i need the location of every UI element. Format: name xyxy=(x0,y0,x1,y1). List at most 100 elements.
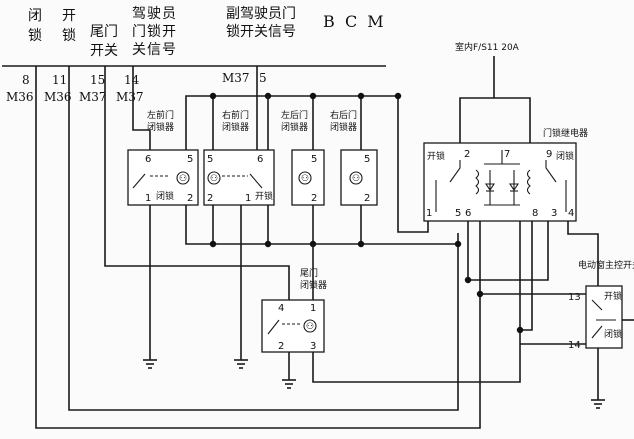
relay-pin-4: 4 xyxy=(568,208,574,219)
tail-motor-glyph: ⚇ xyxy=(306,322,314,332)
relay-unlock-label: 开锁 xyxy=(427,150,445,162)
wire-lock xyxy=(35,66,481,429)
col-tailgate-label-1: 尾 xyxy=(90,24,104,40)
relay-contact-right xyxy=(545,160,557,183)
relay-pin-8: 8 xyxy=(532,208,538,219)
bus-top-to-relay-1 xyxy=(397,96,429,233)
rf-pin-5: 5 xyxy=(207,154,213,165)
col-tailgate-label-2: 门 xyxy=(104,24,118,40)
lr-motor-icon xyxy=(298,171,312,185)
col-lock-label-2: 锁 xyxy=(28,28,42,44)
tail-actuator-label-2: 闭锁器 xyxy=(300,279,327,291)
col-driver-label-3: 员 xyxy=(162,6,176,22)
tailgate-pin-number: 15 xyxy=(90,73,105,87)
lf-switch-blade xyxy=(132,173,146,189)
relay-wiring xyxy=(464,221,605,409)
col-tailgate-label-4: 关 xyxy=(104,43,118,59)
header-labels: 闭 锁 开 锁 尾 门 开 关 驾 驶 员 门 锁 开 关 信 号 副驾驶员门 … xyxy=(28,6,394,59)
passenger-pin-connector: M37 xyxy=(222,71,250,85)
tailgate-actuator: 尾门 闭锁器 4 1 2 3 ⚇ xyxy=(261,267,327,389)
relay-label: 门锁继电器 xyxy=(543,127,588,139)
window-switch-contact-1 xyxy=(591,299,603,311)
lf-actuator-label-1: 左前门 xyxy=(147,109,174,121)
bcm-module-label: BCM xyxy=(323,12,394,31)
front-grounds xyxy=(143,205,248,369)
relay-coil-right xyxy=(526,169,531,195)
rr-pin-2: 2 xyxy=(364,193,370,204)
window-switch-contact-2 xyxy=(591,325,603,339)
col-driver-label-9: 号 xyxy=(162,42,176,58)
door-lock-relay: 门锁继电器 开锁 闭锁 2 7 9 1 5 6 8 3 4 xyxy=(423,127,588,222)
bus-top xyxy=(185,95,398,150)
bus-to-tail-3 xyxy=(312,212,521,383)
lr-pin-2: 2 xyxy=(311,193,317,204)
driver-pin-connector: M37 xyxy=(116,90,144,104)
rr-door-actuator: 右后门 闭锁器 5 2 ⚇ xyxy=(330,109,378,206)
relay-contact-left xyxy=(449,160,461,183)
tail-motor-icon xyxy=(303,319,317,333)
rf-door-actuator: 右前门 闭锁器 5 6 2 1 ⚇ 开锁 xyxy=(203,109,275,206)
relay-pin-5: 5 xyxy=(455,208,461,219)
wire-tailgate xyxy=(104,66,290,300)
relay-pin3-out xyxy=(467,221,549,281)
lf-motor-icon xyxy=(176,171,190,185)
col-driver-label-5: 锁 xyxy=(147,24,161,40)
window-master-switch: 电动窗主控开关 13 14 开锁 闭锁 xyxy=(476,259,634,351)
lock-pin-number: 8 xyxy=(22,73,30,87)
col-unlock-label-1: 开 xyxy=(62,8,76,24)
col-driver-label-6: 开 xyxy=(162,24,176,40)
lf-actuator-label-2: 闭锁器 xyxy=(147,121,174,133)
rf-motor-glyph: ⚇ xyxy=(210,174,218,184)
fuse-branch xyxy=(459,97,531,143)
rf-pin-1: 1 xyxy=(245,193,251,204)
bcm-wires xyxy=(35,66,481,429)
relay-pin-2: 2 xyxy=(464,149,470,160)
lr-door-actuator: 左后门 闭锁器 5 2 ⚇ xyxy=(281,109,325,206)
col-tailgate-label-3: 开 xyxy=(90,43,104,59)
driver-pin-number: 14 xyxy=(124,73,140,87)
lf-pin-5: 5 xyxy=(187,154,193,165)
unlock-pin-number: 11 xyxy=(52,73,67,87)
rf-actuator-label-1: 右前门 xyxy=(222,109,249,121)
lf-door-actuator: 左前门 闭锁器 6 5 1 2 ⚇ 闭锁 xyxy=(127,109,199,206)
relay-coil-left xyxy=(475,169,480,195)
col-driver-label-4: 门 xyxy=(132,24,146,40)
rf-switch-label: 开锁 xyxy=(255,190,273,202)
fuse-feed: 室内F/S11 20A xyxy=(455,41,531,143)
col-driver-label-1: 驾 xyxy=(132,6,146,22)
tail-pin-3: 3 xyxy=(310,341,316,352)
bus-bottom xyxy=(185,205,458,245)
rr-motor-glyph: ⚇ xyxy=(352,174,360,184)
fuse-label: 室内F/S11 20A xyxy=(455,41,520,53)
rf-pin-6: 6 xyxy=(257,154,263,165)
relay-pin-1: 1 xyxy=(426,208,432,219)
top-bus xyxy=(185,92,429,233)
col-passenger-label-row2: 锁开关信号 xyxy=(226,24,296,40)
lf-pin-2: 2 xyxy=(187,193,193,204)
wire-unlock xyxy=(68,66,459,411)
col-driver-label-8: 信 xyxy=(147,42,161,58)
rr-pin-5: 5 xyxy=(364,154,370,165)
lf-motor-glyph: ⚇ xyxy=(179,174,187,184)
rf-actuator-label-2: 闭锁器 xyxy=(222,121,249,133)
relay-pin-6: 6 xyxy=(465,208,471,219)
bottom-bus xyxy=(185,205,521,383)
lock-pin-connector: M36 xyxy=(6,90,34,104)
col-driver-label-7: 关 xyxy=(132,42,146,58)
col-passenger-label-row1: 副驾驶员门 xyxy=(226,6,296,22)
col-unlock-label-2: 锁 xyxy=(62,28,76,44)
window-unlock-label: 开锁 xyxy=(604,290,622,302)
lr-actuator-label-1: 左后门 xyxy=(281,109,308,121)
bcm-pin-labels: 8 M36 11 M36 15 M37 14 M37 M37 5 xyxy=(6,71,267,104)
tail-pin-2: 2 xyxy=(278,341,284,352)
tail-switch-blade xyxy=(267,319,280,335)
col-lock-label-1: 闭 xyxy=(28,8,42,24)
lf-pin-1: 1 xyxy=(145,193,151,204)
unlock-pin-connector: M36 xyxy=(44,90,72,104)
col-driver-label-2: 驶 xyxy=(147,6,161,22)
lf-pin-6: 6 xyxy=(145,154,151,165)
lr-actuator-label-2: 闭锁器 xyxy=(281,121,308,133)
tail-actuator-label-1: 尾门 xyxy=(300,267,318,279)
